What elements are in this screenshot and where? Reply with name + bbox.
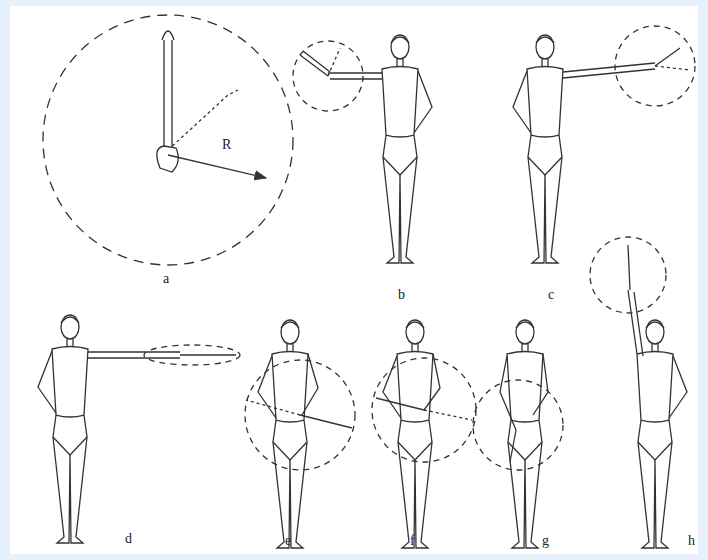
figure-letter: c — [548, 288, 554, 302]
figure-letter: b — [398, 288, 405, 302]
paper-ground — [10, 6, 698, 554]
radius-label: R — [222, 138, 231, 152]
figure-letter: e — [285, 534, 291, 548]
figure-letter: d — [125, 532, 132, 546]
figure-letter: a — [163, 272, 169, 286]
figure-letter: f — [410, 534, 415, 548]
figure-letter: g — [542, 534, 549, 548]
figure-letter: h — [688, 534, 695, 548]
